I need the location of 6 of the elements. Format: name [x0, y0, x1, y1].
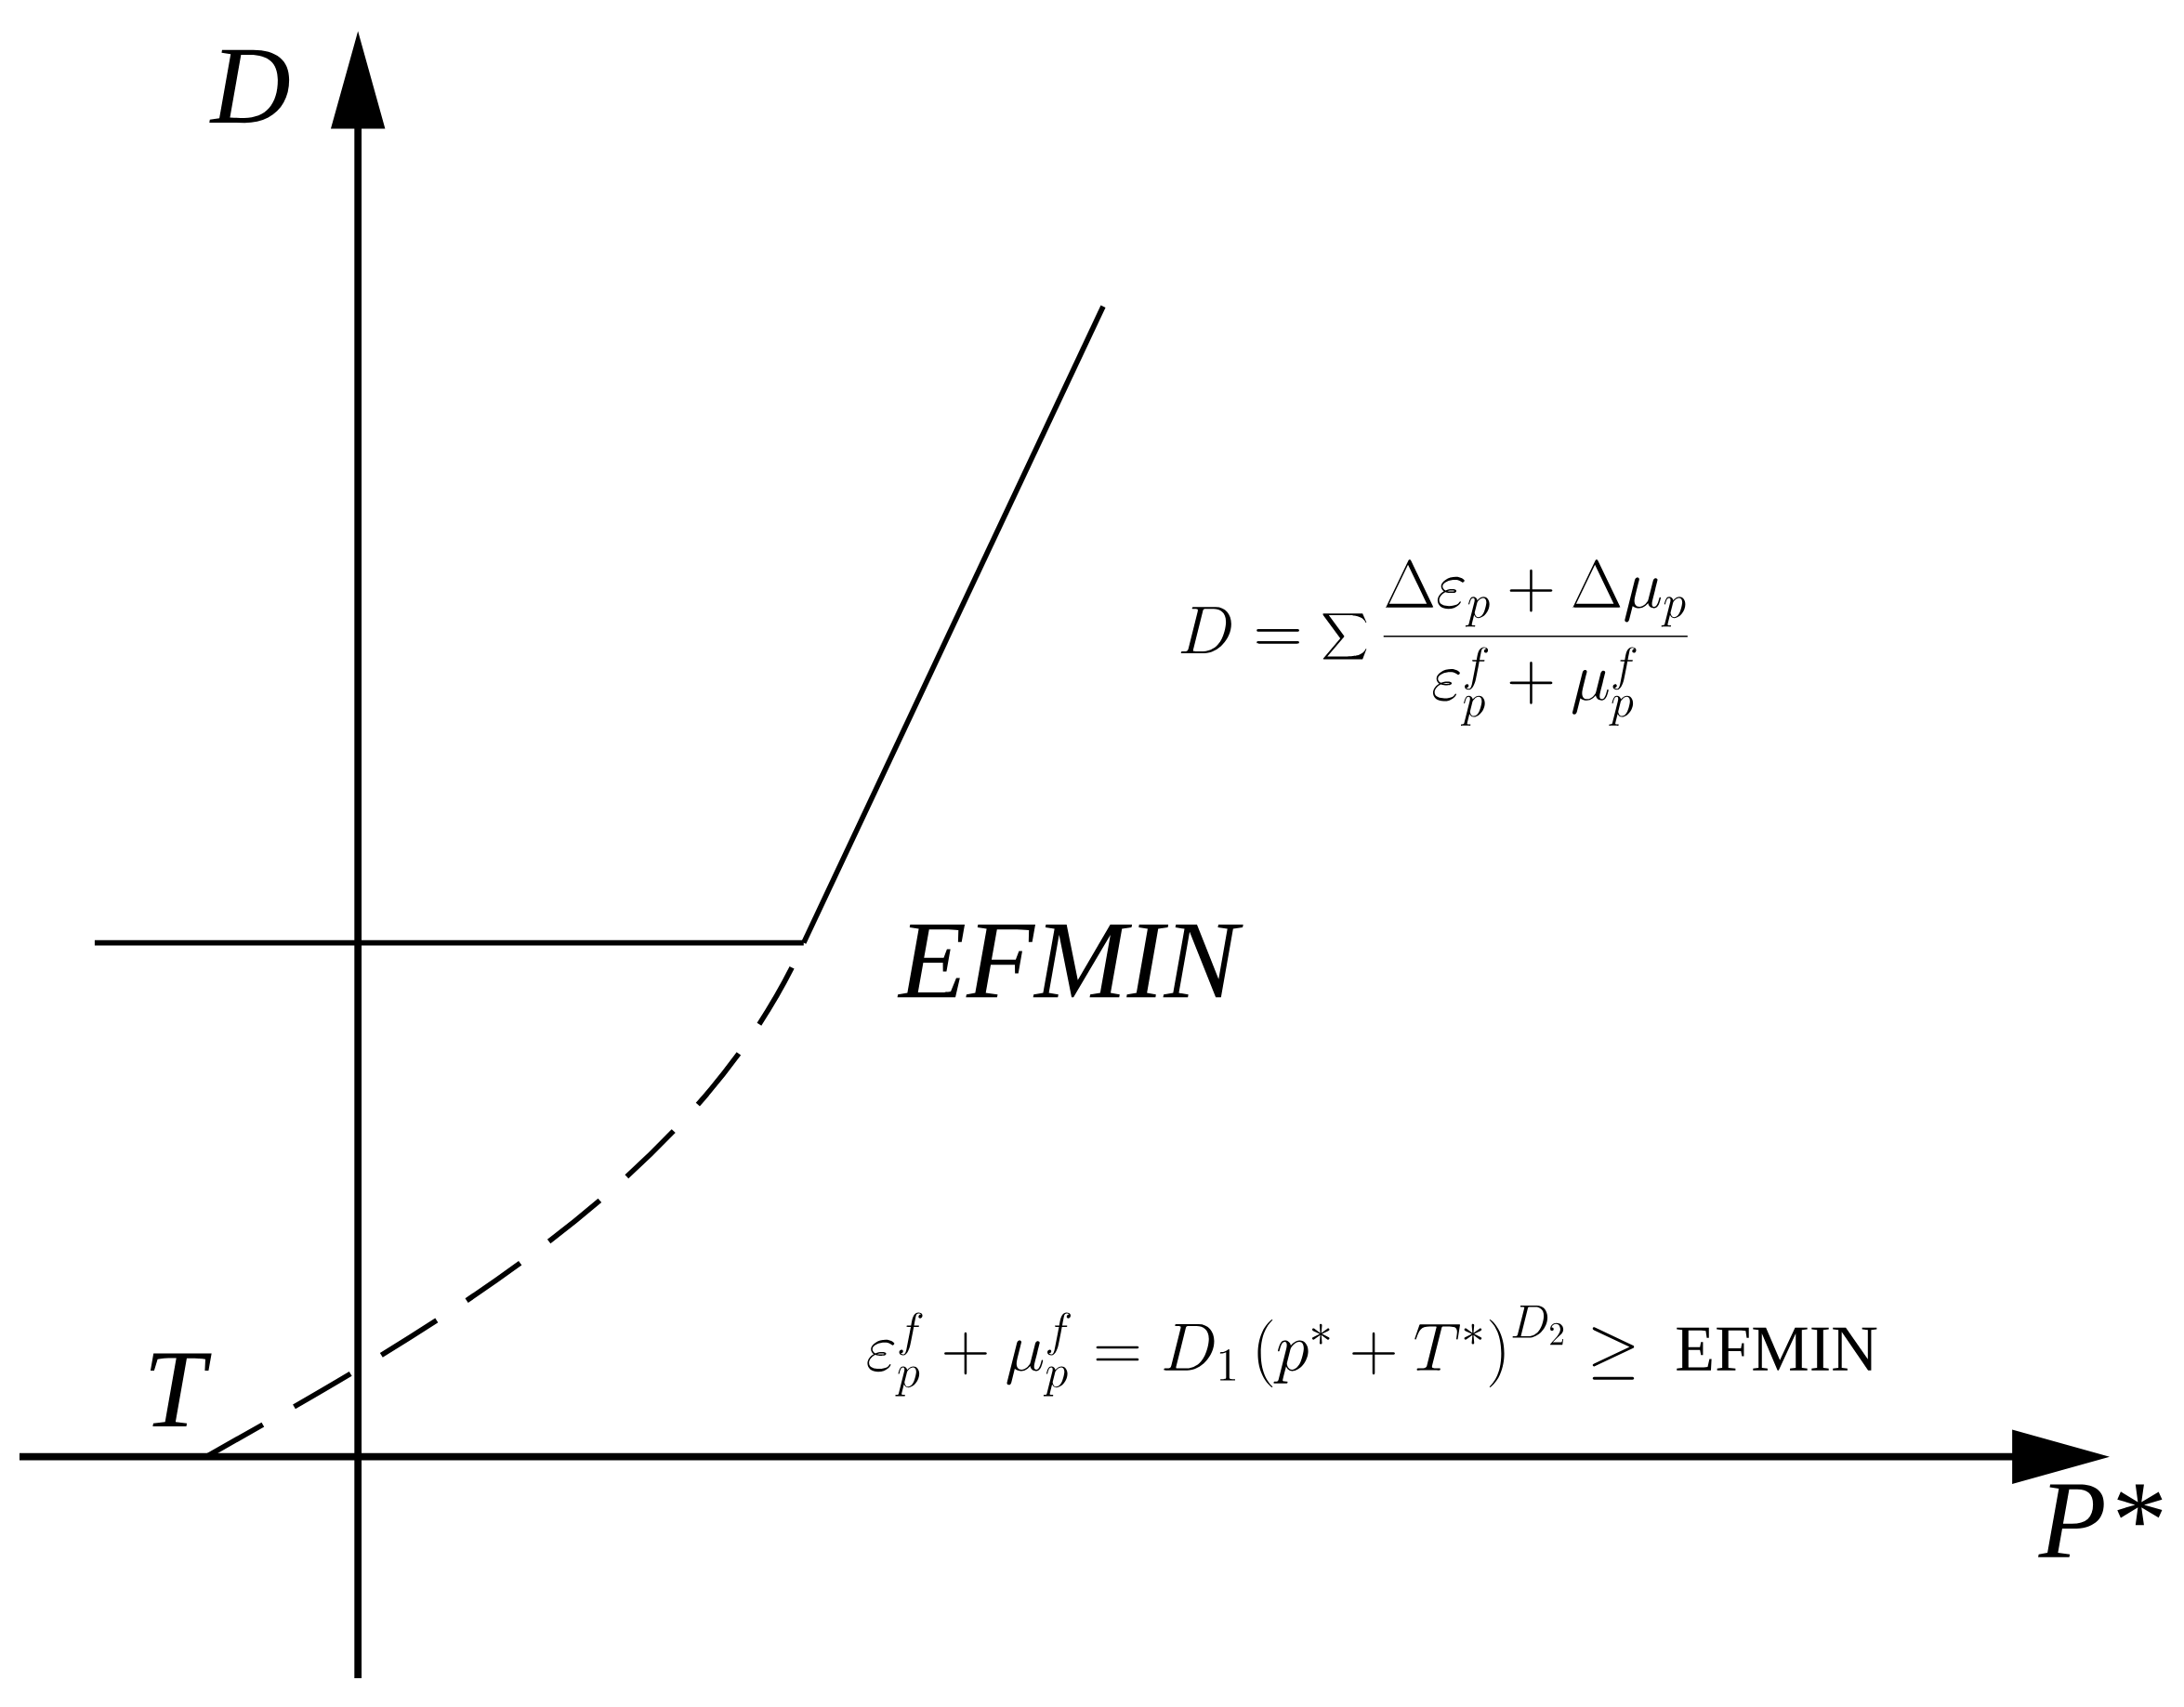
- axis-label: D: [209, 49, 290, 123]
- axis-label: T: [150, 1353, 212, 1426]
- axis-label: P*: [2038, 1484, 2163, 1557]
- formula: $\varepsilon_p^f + \mu_p^f = D_1\left(p^* + T^*\right)^{D_2} \geq \ \mathrm{EFMIN}$: [867, 1305, 1877, 1397]
- formula: $D = \sum \frac{\Delta\varepsilon_p + \Delta\mu_p}{\varepsilon_p^f + \mu_p^f}$: [1180, 558, 1688, 726]
- curve-label: EFMIN: [897, 924, 1243, 998]
